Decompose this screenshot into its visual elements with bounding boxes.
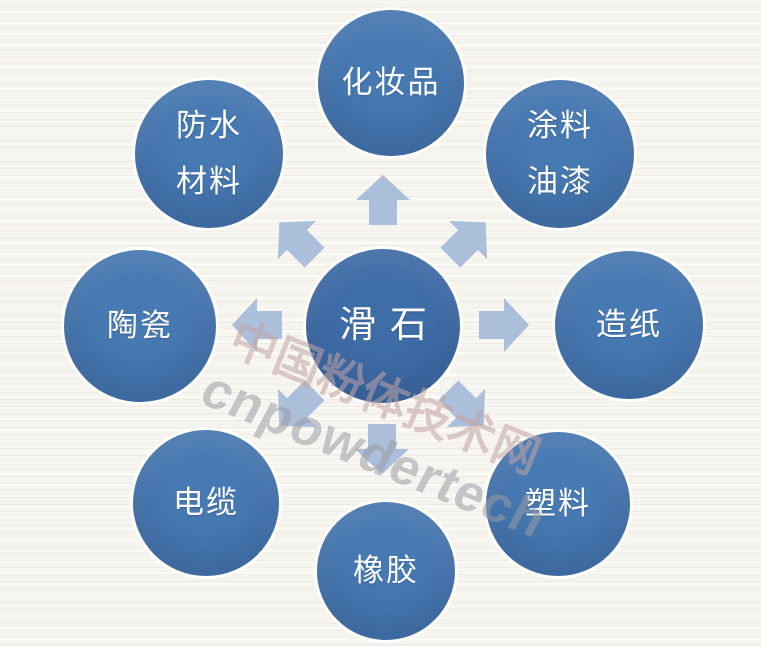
node-label-line2: 油漆 — [527, 164, 593, 199]
arrow-down-left-icon — [260, 371, 334, 445]
arrow-left-icon — [232, 298, 282, 352]
arrow-down-icon — [355, 424, 409, 474]
arrow-up-left-icon — [260, 203, 334, 277]
center-node-talc: 滑石 — [306, 249, 460, 403]
node-waterproof-materials: 防水 材料 — [135, 80, 283, 228]
node-ceramics: 陶瓷 — [64, 250, 216, 402]
arrow-up-right-icon — [431, 203, 505, 277]
arrow-right-icon — [479, 298, 529, 352]
arrow-down-right-icon — [429, 371, 503, 445]
node-label: 化妆品 — [341, 65, 441, 100]
node-plastics: 塑料 — [486, 432, 630, 576]
node-label: 电缆 — [173, 485, 239, 520]
node-label: 塑料 — [525, 486, 591, 521]
node-label: 橡胶 — [353, 553, 419, 588]
node-label-line1: 涂料 — [527, 108, 593, 143]
node-papermaking: 造纸 — [555, 251, 703, 399]
node-label: 陶瓷 — [107, 308, 173, 343]
arrow-up-icon — [356, 175, 410, 225]
node-label: 造纸 — [596, 307, 662, 342]
node-cosmetics: 化妆品 — [318, 10, 464, 156]
node-coatings-paint: 涂料 油漆 — [486, 80, 634, 228]
node-label-line1: 防水 — [176, 108, 242, 143]
node-cable: 电缆 — [133, 430, 279, 576]
node-rubber: 橡胶 — [317, 502, 455, 640]
node-label: 滑石 — [339, 305, 441, 346]
node-label-line2: 材料 — [176, 164, 242, 199]
